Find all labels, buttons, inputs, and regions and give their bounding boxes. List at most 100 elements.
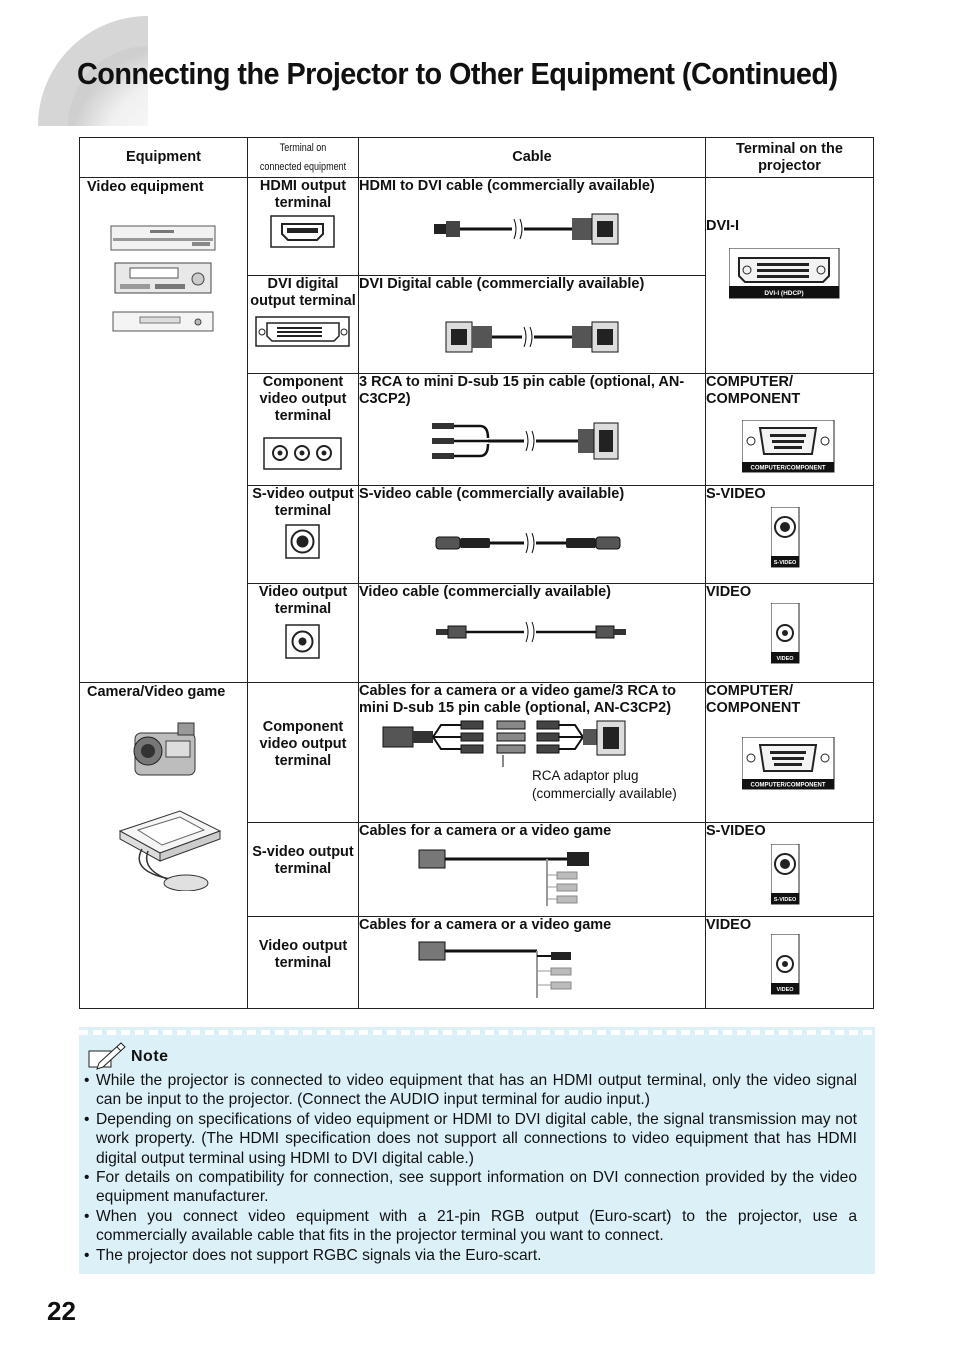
- table-row: Camera/Video game Component video output…: [79, 682, 874, 1009]
- note-box: Note While the projector is connected to…: [79, 1027, 875, 1274]
- video-jack-label: VIDEO: [776, 656, 794, 662]
- terminal-svideo-cell: S-video output terminal: [247, 485, 359, 584]
- projector-dvi-cell: DVI-I DVI-I (HDCP): [705, 177, 874, 374]
- projector-terminal-label: S-VIDEO: [706, 823, 766, 839]
- cable-label: S-video cable (commercially available): [359, 486, 625, 502]
- svideo-cable-icon: [435, 532, 621, 554]
- table-row: Component video output terminal 3 RCA to…: [80, 373, 874, 486]
- terminal-label: S-video output terminal: [252, 486, 354, 519]
- header-terminal-projector: Terminal on the projector: [705, 137, 874, 178]
- cable-dvi-cell: DVI Digital cable (commercially availabl…: [358, 275, 706, 374]
- cable-label: Video cable (commercially available): [359, 584, 611, 600]
- terminal-label: Component video output terminal: [259, 374, 347, 424]
- terminal-label: S-video output terminal: [252, 844, 354, 877]
- cable-label: Cables for a camera or a video game: [359, 917, 612, 933]
- group-camera-label: Camera/Video game: [87, 684, 226, 700]
- header-equipment: Equipment: [79, 137, 248, 178]
- projector-terminal-label: VIDEO: [706, 584, 752, 600]
- table-row: DVI digital output terminal DVI Digital …: [80, 275, 874, 374]
- note-item: While the projector is connected to vide…: [84, 1071, 857, 1110]
- header-cable: Cable: [358, 137, 706, 178]
- note-item: The projector does not support RGBC sign…: [84, 1246, 857, 1266]
- projector-terminal-label: S-VIDEO: [706, 486, 766, 502]
- camera-game-illustration: [118, 722, 222, 891]
- terminal-video-cell: Video output terminal: [247, 583, 359, 683]
- video-equipment-cell: Video equipment: [79, 177, 248, 683]
- terminal-component-cell: Component video output terminal: [247, 373, 359, 486]
- projector-terminal-label: COMPUTER/ COMPONENT: [706, 683, 801, 716]
- table-row: S-video output terminal S-video cable (c…: [80, 485, 874, 584]
- projector-computer-cell: COMPUTER/ COMPONENT COMPUTER/COMPONENT: [705, 373, 874, 486]
- cable-label: HDMI to DVI cable (commercially availabl…: [359, 178, 655, 194]
- svideo-jack-icon: S-VIDEO: [771, 844, 800, 905]
- camera-component-cable-icon: [382, 720, 626, 767]
- computer-port-label: COMPUTER/COMPONENT: [751, 783, 826, 789]
- table-header-row: Equipment Terminal on connected equipmen…: [79, 137, 874, 178]
- svideo-jack-label: S-VIDEO: [774, 560, 797, 566]
- terminal-label: Video output terminal: [258, 584, 348, 617]
- note-strip-decoration: [79, 1027, 875, 1037]
- note-header: Note: [87, 1041, 168, 1071]
- video-port-icon: [285, 624, 320, 659]
- projector-video-cell: VIDEO VIDEO: [705, 583, 874, 683]
- cable-label: DVI Digital cable (commercially availabl…: [359, 276, 645, 292]
- video-jack-label: VIDEO: [776, 987, 794, 993]
- pencil-icon: [88, 1042, 126, 1070]
- computer-port-icon: COMPUTER/COMPONENT: [742, 737, 835, 790]
- corner-decoration: [38, 16, 148, 126]
- projector-terminal-label: COMPUTER/ COMPONENT: [706, 374, 801, 407]
- svideo-port-icon: [285, 524, 320, 559]
- note-heading: Note: [131, 1048, 169, 1065]
- note-item: When you connect video equipment with a …: [84, 1207, 857, 1246]
- camera-svideo-cable-icon: [418, 849, 589, 906]
- video-devices-illustration: [110, 225, 216, 332]
- projector-svideo-cell: S-VIDEO S-VIDEO: [705, 485, 874, 584]
- camera-equipment-cell: Camera/Video game: [79, 682, 248, 1009]
- table-row: Video equipment HDMI output termina: [79, 177, 874, 683]
- svideo-jack-label: S-VIDEO: [774, 897, 797, 903]
- component-port-icon: [263, 437, 342, 470]
- note-item: For details on compatibility for connect…: [84, 1168, 857, 1207]
- video-cable-icon: [436, 621, 626, 643]
- note-list: While the projector is connected to vide…: [84, 1071, 857, 1265]
- cable-svideo-cell: S-video cable (commercially available): [358, 485, 706, 584]
- cable-camera-video-cell: Cables for a camera or a video game: [358, 916, 706, 1009]
- projector-camera-computer-cell: COMPUTER/ COMPONENT COMPUTER/COMPONENT: [705, 682, 874, 823]
- hdmi-port-icon: [270, 215, 335, 248]
- terminal-label: Video output terminal: [258, 938, 348, 971]
- connection-table: Equipment Terminal on connected equipmen…: [79, 137, 874, 1009]
- cable-label: Cables for a camera or a video game/3 RC…: [359, 683, 676, 716]
- camera-video-cable-icon: [418, 941, 572, 998]
- terminal-label: Component video output terminal: [259, 719, 347, 769]
- video-jack-icon: VIDEO: [771, 603, 800, 664]
- cable-component-cell: 3 RCA to mini D-sub 15 pin cable (option…: [358, 373, 706, 486]
- terminal-camera-component-cell: Component video output terminal: [247, 682, 359, 823]
- terminal-label: DVI digital output terminal: [250, 276, 356, 309]
- rca-to-dsub-cable-icon: [432, 422, 619, 460]
- video-jack-icon: VIDEO: [771, 934, 800, 995]
- table-row: Video output terminal Cables for a camer…: [80, 916, 874, 1009]
- svideo-jack-icon: S-VIDEO: [771, 507, 800, 568]
- cable-camera-svideo-cell: Cables for a camera or a video game: [358, 822, 706, 917]
- hdmi-dvi-cable-icon: [434, 213, 619, 245]
- note-item: Depending on specifications of video equ…: [84, 1110, 857, 1168]
- terminal-camera-video-cell: Video output terminal: [247, 916, 359, 1009]
- page-number: 22: [47, 1296, 76, 1326]
- projector-terminal-label: DVI-I: [706, 218, 740, 234]
- cable-label: Cables for a camera or a video game: [359, 823, 612, 839]
- header-terminal-connected: Terminal on connected equipment: [247, 137, 359, 178]
- cable-hdmi-cell: HDMI to DVI cable (commercially availabl…: [358, 177, 706, 276]
- projector-camera-svideo-cell: S-VIDEO S-VIDEO: [705, 822, 874, 917]
- dvi-port-icon: DVI-I (HDCP): [729, 248, 840, 299]
- terminal-label: HDMI output terminal: [259, 178, 347, 211]
- terminal-hdmi-cell: HDMI output terminal: [247, 177, 359, 276]
- dvi-output-port-icon: [255, 316, 350, 347]
- cable-video-cell: Video cable (commercially available): [358, 583, 706, 683]
- dvi-port-label: DVI-I (HDCP): [764, 290, 803, 297]
- rca-adaptor-note: RCA adaptor plug (commercially available…: [532, 768, 677, 801]
- computer-port-icon: COMPUTER/COMPONENT: [742, 420, 835, 473]
- projector-terminal-label: VIDEO: [706, 917, 752, 933]
- projector-camera-video-cell: VIDEO VIDEO: [705, 916, 874, 1009]
- group-video-label: Video equipment: [87, 179, 204, 195]
- cable-camera-component-cell: Cables for a camera or a video game/3 RC…: [358, 682, 706, 823]
